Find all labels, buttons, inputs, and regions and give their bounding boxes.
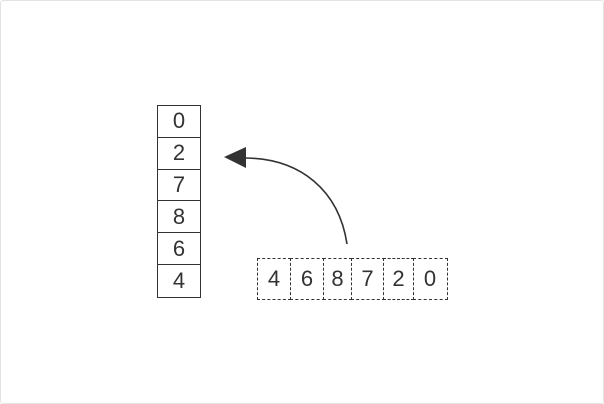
sequence-cell: 7 — [350, 258, 385, 300]
sequence-cell: 8 — [323, 258, 352, 300]
stack-cell: 2 — [158, 138, 200, 170]
arrow-curve — [243, 157, 348, 245]
stack-cell: 7 — [158, 170, 200, 202]
sequence-cell: 6 — [289, 258, 325, 300]
sequence-cell: 0 — [412, 258, 448, 300]
arrow-head-icon — [224, 147, 246, 168]
stack-cell: 0 — [158, 106, 200, 138]
stack-column: 0 2 7 8 6 4 — [157, 105, 201, 298]
stack-cell: 6 — [158, 233, 200, 266]
sequence-cell: 2 — [383, 258, 414, 300]
stack-cell: 4 — [172, 268, 186, 294]
sequence-cell: 4 — [257, 258, 291, 300]
sequence-row: 4 6 8 7 2 0 — [257, 258, 448, 300]
stack-cell: 8 — [158, 201, 200, 234]
